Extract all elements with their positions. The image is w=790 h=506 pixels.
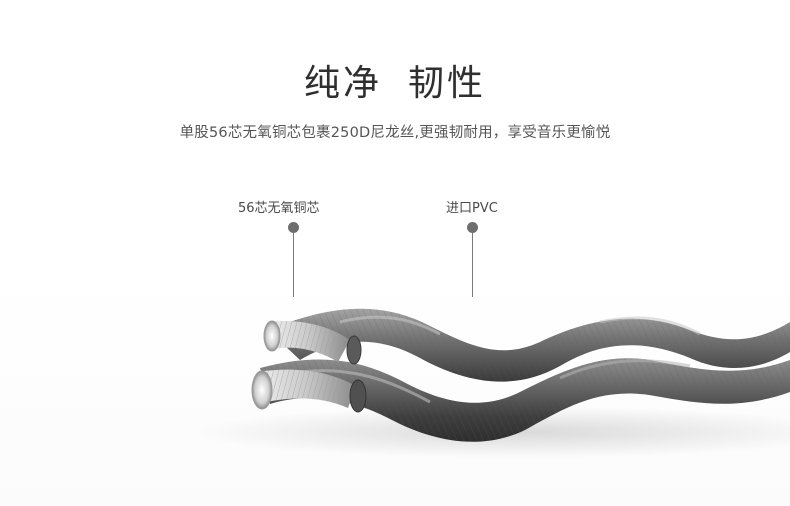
headline-purity: 纯净	[303, 63, 382, 104]
copper-core-end-upper	[263, 320, 281, 352]
callout-label-copper-core: 56芯无氧铜芯	[238, 201, 320, 216]
callout-dot-icon	[288, 222, 299, 233]
pvc-jacket-rim-lower	[349, 379, 367, 413]
feature-description: 单股56芯无氧铜芯包裹250D尼龙丝,更强韧耐用，享受音乐更愉悦	[179, 125, 611, 141]
callout-leader-line	[472, 233, 473, 297]
copper-core-end-lower	[251, 370, 273, 410]
pvc-jacket-rim-upper	[346, 335, 362, 365]
callout-leader-line	[293, 233, 294, 297]
headline-toughness: 韧性	[408, 63, 487, 104]
page-title: 纯净韧性	[0, 54, 790, 106]
callout-dot-icon	[467, 222, 478, 233]
callout-label-pvc-jacket: 进口PVC	[446, 201, 498, 216]
